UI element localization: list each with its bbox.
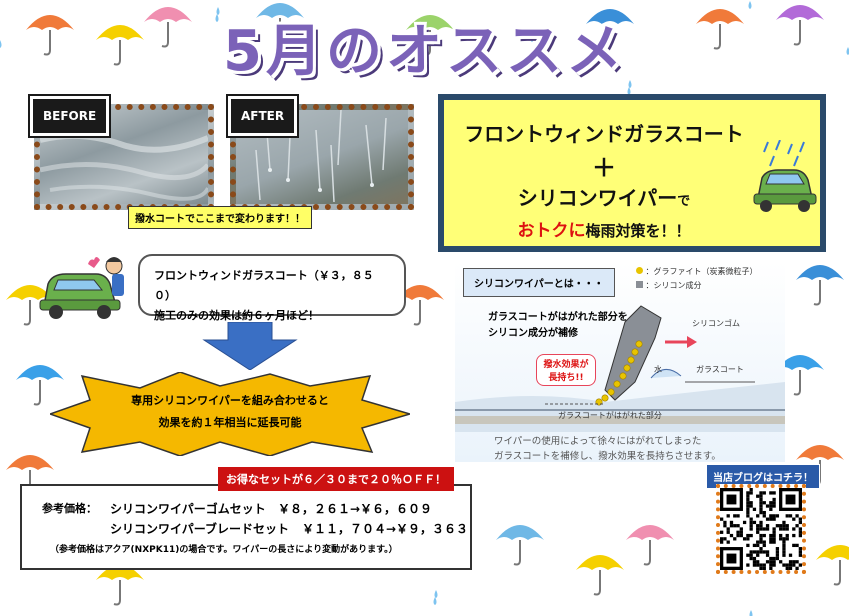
coat-info-bubble: フロントウィンドガラスコート（￥３，８５０） 施工のみの効果は約６ヶ月ほど！ xyxy=(138,254,406,322)
wiper-illustration xyxy=(455,305,785,432)
before-photo xyxy=(34,104,214,210)
price-item1-name: シリコンワイパーゴムセット xyxy=(110,502,266,516)
coat-plus: ＋ xyxy=(592,154,616,182)
diagram-caption: ワイパーの使用によって徐々にはがれてしまった ガラスコートを補修し、撥水効果を長… xyxy=(494,434,721,464)
coat-line1: フロントウィンドガラスコート xyxy=(464,122,744,146)
coat-promo-box: フロントウィンドガラスコート ＋ シリコンワイパーで おトクに梅雨対策を！！ xyxy=(438,94,826,252)
price-label: 参考価格： xyxy=(42,502,97,515)
coat-line2: シリコンワイパーで xyxy=(444,182,764,211)
price-item2-value: ￥１１，７０４→￥９，３６３ xyxy=(302,522,469,536)
sale-badge: お得なセットが６／３０まで２０％ＯＦＦ！ xyxy=(218,467,454,491)
price-note: （参考価格はアクア(NXPK11)の場合です。ワイパーの長さにより変動があります… xyxy=(50,545,398,555)
coat-line3: おトクに梅雨対策を！！ xyxy=(444,216,764,241)
legend-graphite: ：グラファイト（炭素微粒子） xyxy=(636,266,758,277)
bubble-line1: フロントウィンドガラスコート（￥３，８５０） xyxy=(154,269,374,302)
diagram-text2: シリコン成分が補修 xyxy=(488,328,578,339)
before-label: BEFORE xyxy=(27,94,112,138)
car-in-rain-icon xyxy=(753,140,817,212)
diagram-peeled: ガラスコートがはがれた部分 xyxy=(558,411,662,420)
car-with-driver-icon xyxy=(39,257,124,319)
starburst-shape xyxy=(50,372,410,456)
blog-qr-code[interactable] xyxy=(716,484,806,574)
legend-silicone-text: ：シリコン成分 xyxy=(645,281,702,290)
coat-line2-main: シリコンワイパー xyxy=(517,186,678,210)
diagram-caption2: ガラスコートを補修し、撥水効果を長持ちさせます。 xyxy=(494,451,721,462)
diagram-title: シリコンワイパーとは・・・ xyxy=(463,268,615,297)
coat-line3-rest: 梅雨対策を！！ xyxy=(585,222,691,240)
diagram-text1: ガラスコートがはがれた部分を xyxy=(488,312,628,323)
rain-glass-before-image xyxy=(40,132,208,201)
coat-line3-highlight: おトクに xyxy=(517,221,586,241)
starburst-text: 専用シリコンワイパーを組み合わせると 効果を約１年相当に延長可能 xyxy=(50,390,410,434)
qr-code-pattern xyxy=(720,488,802,570)
after-photo xyxy=(230,104,414,210)
price-box: 参考価格： シリコンワイパーゴムセット ￥８，２６１→￥６，６０９ シリコンワイ… xyxy=(20,484,472,570)
silicone-square-icon xyxy=(636,281,643,288)
before-after-caption: 撥水コートでここまで変わります！！ xyxy=(128,206,312,229)
diagram-caption1: ワイパーの使用によって徐々にはがれてしまった xyxy=(494,436,702,447)
star-line2: 効果を約１年相当に延長可能 xyxy=(158,416,302,429)
diagram-rubber: シリコンゴム xyxy=(692,319,740,328)
price-item1-value: ￥８，２６１→￥６，６０９ xyxy=(278,502,433,516)
bubble-line2: 施工のみの効果は約６ヶ月ほど！ xyxy=(154,309,319,322)
legend-graphite-text: ：グラファイト（炭素微粒子） xyxy=(645,267,758,276)
arrow-down-icon xyxy=(202,322,298,370)
price-item2-name: シリコンワイパーブレードセット xyxy=(110,522,290,536)
diagram-water: 水 xyxy=(654,365,662,374)
page-title: 5月のオススメ xyxy=(223,19,626,84)
star-line1: 専用シリコンワイパーを組み合わせると xyxy=(131,394,329,407)
graphite-dot-icon xyxy=(636,267,643,274)
after-label: AFTER xyxy=(225,94,300,138)
legend-silicone: ：シリコン成分 xyxy=(636,280,702,291)
diagram-effect: 撥水効果が 長持ち!! xyxy=(536,354,596,386)
coat-line2-suffix: で xyxy=(677,194,691,209)
diagram-glass-coat: ガラスコート xyxy=(696,365,744,374)
